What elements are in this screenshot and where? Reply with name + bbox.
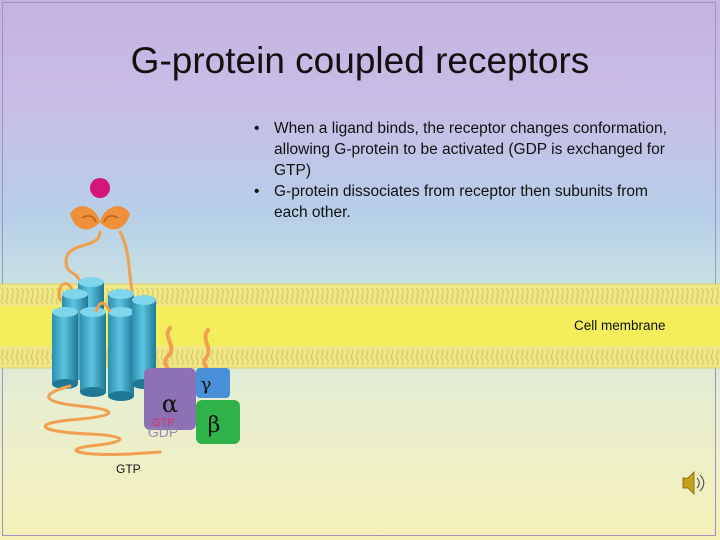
alpha-gtp-label: GTP	[152, 417, 175, 429]
ligand	[90, 178, 110, 198]
free-gtp-label: GTP	[116, 462, 141, 476]
receptor-intracellular-tail	[44, 384, 162, 456]
gamma-symbol: γ	[201, 374, 212, 395]
alpha-symbol: α	[162, 390, 178, 418]
gamma-subunit: γ	[196, 368, 230, 398]
beta-subunit: β	[196, 400, 240, 444]
alpha-gdp-label: GDP	[148, 424, 178, 440]
binding-site	[70, 206, 130, 230]
cell-membrane-label: Cell membrane	[574, 318, 666, 333]
bullet-list: When a ligand binds, the receptor change…	[250, 118, 670, 223]
alpha-subunit: α GDP GTP	[144, 368, 196, 440]
beta-symbol: β	[208, 413, 221, 438]
speaker-icon[interactable]	[682, 471, 705, 495]
receptor-transmembrane-helices	[52, 277, 156, 401]
bullet-item: When a ligand binds, the receptor change…	[250, 118, 670, 181]
slide-title: G-protein coupled receptors	[130, 40, 590, 81]
bullet-item: G-protein dissociates from receptor then…	[250, 181, 670, 223]
